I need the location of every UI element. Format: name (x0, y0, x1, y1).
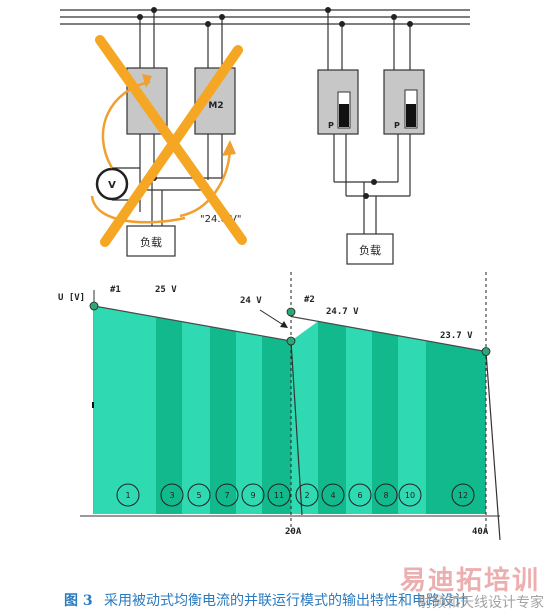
area-band (426, 340, 486, 514)
area-band (318, 321, 346, 514)
group-circle (374, 483, 398, 507)
group-circle-label: 10 (405, 491, 415, 500)
group-circle (321, 483, 345, 507)
arrow-head-icon (222, 140, 236, 156)
group-circle (295, 483, 319, 507)
series-label-1: #1 (110, 285, 121, 295)
group-circle-label: 3 (169, 491, 174, 500)
area-band (156, 317, 182, 514)
point-23-7v (481, 347, 491, 356)
bus-lines (60, 9, 470, 25)
level-gauge-p1-fill (339, 104, 349, 127)
x-tick-20a: 20A (285, 527, 302, 537)
label-arrow (259, 309, 286, 327)
area-band (398, 335, 426, 514)
cross-out-icon (95, 35, 247, 247)
figure-caption: 图 3 采用被动式均衡电流的并联运行模式的输出特性和电路设计 (0, 588, 553, 612)
group-circle (267, 483, 291, 507)
group-circle (215, 483, 239, 507)
group-circle (241, 483, 265, 507)
voltmeter (95, 167, 129, 201)
voltage-label-25v: 25 V (155, 285, 177, 295)
group-circle-label: 4 (330, 491, 335, 500)
series-line-2 (290, 315, 487, 353)
flow-arrow (90, 195, 186, 224)
flow-arrow (179, 149, 232, 218)
voltage-note: "24.6 V" (200, 214, 241, 225)
caption-text: 采用被动式均衡电流的并联运行模式的输出特性和电路设计 (104, 593, 468, 609)
group-circle (398, 483, 422, 507)
voltage-label-23-7v: 23.7 V (440, 331, 473, 341)
watermark-main: 易迪拓培训 (400, 566, 541, 596)
load-box-left (126, 225, 176, 257)
group-circle (187, 483, 211, 507)
y-axis-label: U [V] (58, 293, 85, 303)
voltage-label-24v: 24 V (240, 296, 262, 306)
area-band (372, 331, 398, 514)
module-p2-label: P (394, 121, 400, 130)
group-circle-label: 1 (125, 491, 130, 500)
module-p1-label: P (328, 121, 334, 130)
group-circle-label: 6 (357, 491, 362, 500)
group-circle-label: 12 (458, 491, 468, 500)
area-band (291, 321, 318, 514)
x-tick-40a: 40A (472, 527, 489, 537)
point-24-7v (286, 307, 296, 317)
group-circle (348, 483, 372, 507)
watermark: 易迪拓培训 射频和天线设计专家 (400, 560, 550, 614)
group-circle (116, 483, 140, 507)
load-left-label: 负载 (140, 235, 162, 249)
load-box-right (346, 233, 394, 265)
area-band (236, 331, 262, 514)
right-junction-dots (325, 7, 413, 199)
area-band (346, 326, 372, 514)
group-circle-label: 5 (196, 491, 201, 500)
left-circuit (112, 10, 223, 226)
right-circuit (327, 10, 411, 234)
module-m2-label: M2 (208, 101, 223, 111)
droop-line (485, 351, 501, 541)
series-line-1 (93, 305, 292, 342)
point-24v (286, 336, 296, 346)
group-circle-label: 2 (304, 491, 309, 500)
area-band (182, 321, 210, 514)
area-band (94, 306, 156, 514)
area-band (210, 326, 236, 514)
output-characteristic-chart: U [V] #1 #2 25 V 24 V 24.7 V 23.7 V 20A 40A 1 3 5 7 9… (58, 272, 501, 541)
series-label-2: #2 (304, 295, 315, 305)
voltmeter-label: V (108, 180, 116, 191)
load-right-label: 负载 (359, 243, 381, 257)
level-gauge-p2-fill (406, 104, 416, 127)
group-circle (160, 483, 184, 507)
arrow-head-icon (280, 321, 288, 328)
group-circle-label: 7 (224, 491, 229, 500)
group-circle-label: 9 (250, 491, 255, 500)
point-25v (89, 301, 99, 311)
watermark-sub: 射频和天线设计专家 (418, 595, 544, 611)
group-circle-label: 11 (274, 491, 284, 500)
area-band (262, 335, 291, 514)
voltage-label-24-7v: 24.7 V (326, 307, 359, 317)
arrow-head-icon (142, 74, 152, 88)
figure-label: 图 3 (64, 593, 93, 609)
group-circle-label: 8 (383, 491, 388, 500)
module-p2 (383, 69, 425, 135)
group-circle (451, 483, 475, 507)
